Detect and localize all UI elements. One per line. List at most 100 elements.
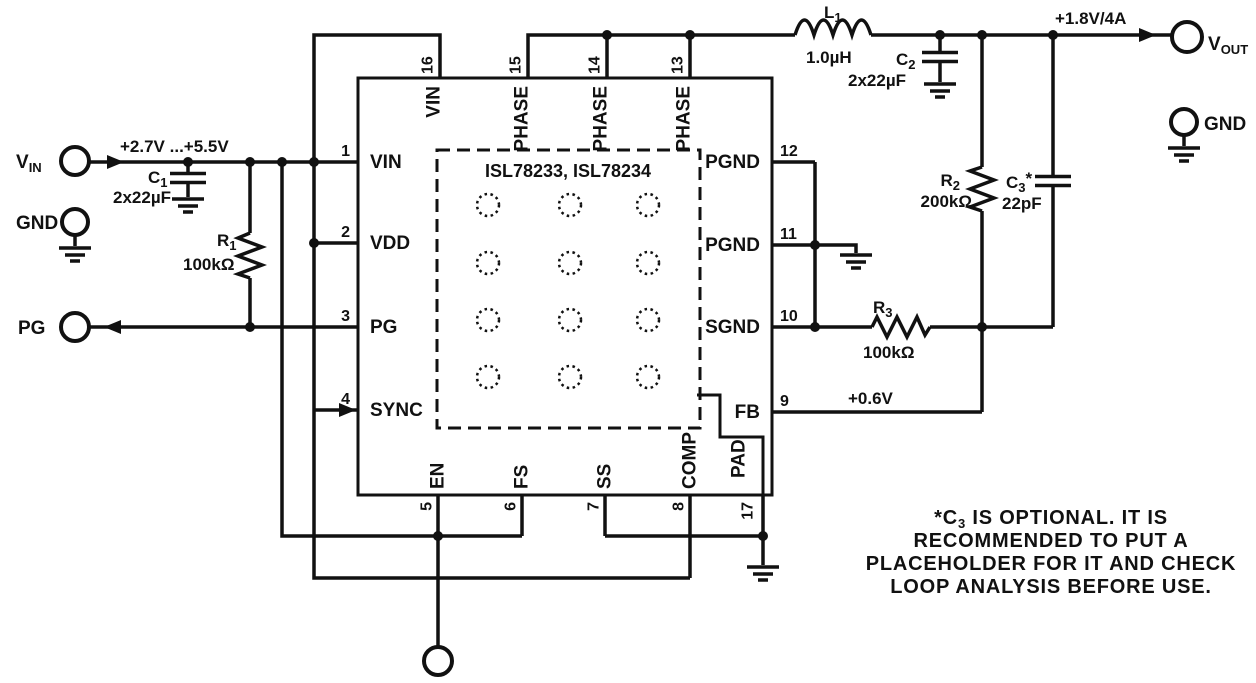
- pin-1-number: 1: [341, 143, 350, 160]
- pin-11-label: PGND: [705, 235, 760, 256]
- r1-ref: R1: [217, 231, 237, 253]
- wire-phase-rail: [526, 33, 795, 78]
- l1-inductor: [793, 18, 873, 41]
- junction-dots: [183, 30, 1058, 541]
- c3-capacitor: [1035, 35, 1071, 327]
- note-line-4: LOOP ANALYSIS BEFORE USE.: [890, 576, 1212, 598]
- pin-3-label: PG: [370, 317, 397, 338]
- r3-ref: R3: [873, 298, 893, 320]
- c2-ref: C2: [896, 50, 916, 72]
- ic-outline: [356, 76, 774, 497]
- pin-15-number: 15: [508, 56, 525, 74]
- c1-ref: C1: [148, 168, 168, 190]
- vin-arrow-icon: [107, 155, 124, 169]
- note-line-3: PLACEHOLDER FOR IT AND CHECK: [866, 553, 1237, 575]
- note-line-2: RECOMMENDED TO PUT A: [914, 530, 1189, 552]
- pin-7-label: SS: [595, 464, 616, 489]
- c1-capacitor: [170, 162, 206, 214]
- r2-value: 200kΩ: [921, 192, 972, 211]
- pin-17-label: PAD: [729, 439, 750, 478]
- pin-8-label: COMP: [680, 432, 701, 489]
- pin-7-number: 7: [586, 502, 603, 511]
- enable-fs-bus: [280, 162, 522, 538]
- pin-6-number: 6: [503, 502, 520, 511]
- pg-arrow-icon: [104, 320, 121, 334]
- wire-en-fs: [280, 162, 522, 538]
- c1-value: 2x22µF: [113, 188, 171, 207]
- vout-terminal-label: VOUT: [1208, 34, 1248, 57]
- r1-value: 100kΩ: [183, 255, 234, 274]
- vout-terminal: [1170, 20, 1204, 54]
- sync-arrow-icon: [339, 403, 356, 417]
- output-rating-label: +1.8V/4A: [1055, 9, 1126, 28]
- pin-16-number: 16: [420, 56, 437, 74]
- pin-8-number: 8: [671, 502, 688, 511]
- c3-ref: C3*: [1006, 169, 1033, 195]
- r2-ref: R2: [940, 171, 960, 193]
- pin-9-label: FB: [735, 402, 760, 423]
- gnd-left-terminal: [60, 207, 90, 237]
- gnd-right-terminal: [1169, 107, 1199, 137]
- ground-symbol-left: [59, 246, 91, 263]
- bottom-wiring: [422, 495, 779, 677]
- vin-vdd-sync-comp-bus: [312, 33, 690, 580]
- pin-1-label: VIN: [370, 152, 402, 173]
- ic-inner-dashed-box: [435, 148, 702, 430]
- output-stage: L1 1.0µH +1.8V/4A VOUT GND C2 2x22µF: [526, 3, 1248, 163]
- l1-value: 1.0µH: [806, 48, 852, 67]
- input-stage: VIN GND PG +2.7V ...+5.5V C1 2x22µF: [16, 137, 358, 343]
- c2-value: 2x22µF: [848, 71, 906, 90]
- pin-2-label: VDD: [370, 233, 410, 254]
- pin-6-label: FS: [512, 465, 533, 489]
- c2-capacitor: [922, 35, 958, 99]
- pin-12-number: 12: [780, 143, 798, 160]
- ic-part-label: ISL78233, ISL78234: [485, 161, 651, 181]
- note-line-1: *C3 IS OPTIONAL. IT IS: [934, 507, 1168, 531]
- pin-14-label: PHASE: [591, 86, 612, 151]
- gnd-right-label: GND: [1204, 114, 1246, 135]
- pin-17-number: 17: [740, 502, 757, 520]
- ground-symbol-pad: [747, 565, 779, 582]
- pin-2-number: 2: [341, 224, 350, 241]
- note-block: *C3 IS OPTIONAL. IT IS RECOMMENDED TO PU…: [866, 507, 1237, 598]
- pin-10-number: 10: [780, 308, 798, 325]
- pad-via-circles: [475, 192, 661, 390]
- pin-4-label: SYNC: [370, 400, 423, 421]
- vin-terminal: [59, 145, 91, 177]
- fb-voltage-label: +0.6V: [848, 389, 894, 408]
- vin-terminal-label: VIN: [16, 152, 42, 175]
- pgnd-bus: [772, 160, 872, 327]
- en-bottom-terminal: [422, 645, 454, 677]
- pin-4-number: 4: [341, 391, 350, 408]
- ground-symbol-right: [1168, 146, 1200, 163]
- pin-13-number: 13: [670, 56, 687, 74]
- pin-10-label: SGND: [705, 317, 760, 338]
- ground-symbol-pgnd: [840, 253, 872, 270]
- r3-value: 100kΩ: [863, 343, 914, 362]
- pg-terminal-label: PG: [18, 318, 45, 339]
- vout-arrow-icon: [1139, 28, 1156, 42]
- pin-9-number: 9: [780, 393, 789, 410]
- r3-resistor: [870, 312, 932, 341]
- pin-5-label: EN: [428, 463, 449, 489]
- feedback-network: R2 200kΩ C3* 22pF +0.6V R3 100kΩ: [772, 35, 1071, 414]
- pin-14-number: 14: [587, 56, 604, 74]
- l1-ref: L1: [824, 3, 842, 25]
- pgnd-ground-branch: [815, 243, 858, 253]
- gnd-left-label: GND: [16, 213, 58, 234]
- ground-symbol-c2: [924, 82, 956, 99]
- pin-13-label: PHASE: [674, 86, 695, 151]
- input-range-label: +2.7V ...+5.5V: [120, 137, 229, 156]
- c3-value: 22pF: [1002, 194, 1042, 213]
- r2-resistor: [964, 35, 999, 327]
- pg-terminal: [59, 311, 91, 343]
- pad-boundary-step: [697, 393, 765, 495]
- pin-3-number: 3: [341, 308, 350, 325]
- pin-15-label: PHASE: [512, 86, 533, 151]
- pin-5-number: 5: [419, 502, 436, 511]
- pin-12-label: PGND: [705, 152, 760, 173]
- pin-11-number: 11: [780, 226, 797, 243]
- pin-16-label: VIN: [424, 86, 445, 118]
